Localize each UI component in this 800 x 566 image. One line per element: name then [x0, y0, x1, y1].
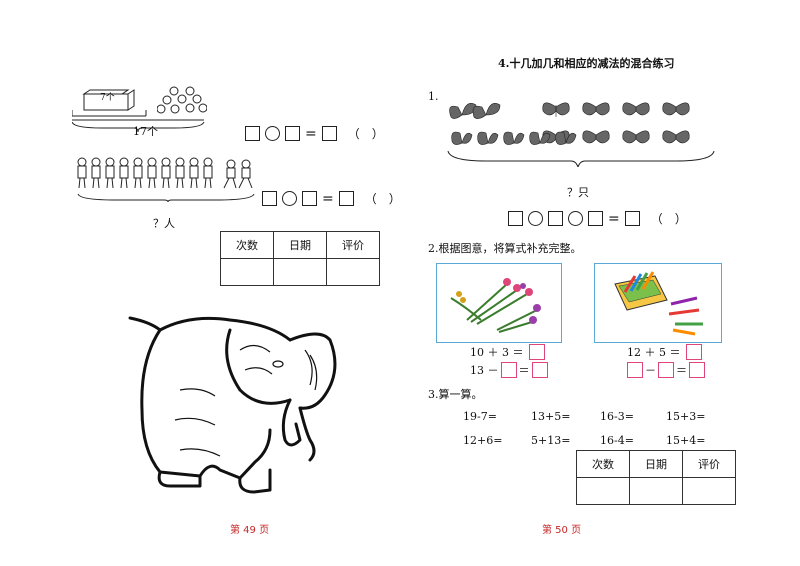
- eval-header-date: 日期: [273, 231, 327, 259]
- total-balls-label: 17个: [133, 125, 158, 138]
- answer-box[interactable]: [658, 362, 674, 378]
- crayons-equation-2: － ＝: [627, 362, 705, 378]
- evaluation-table-right: 次数 日期 评价: [576, 450, 736, 505]
- eval-header-count: 次数: [576, 450, 630, 478]
- page-number-left: 第 49 页: [230, 525, 270, 536]
- operator-circle[interactable]: [265, 126, 280, 141]
- box-icon: [71, 89, 205, 133]
- page-number-right: 第 50 页: [542, 525, 582, 536]
- operator-circle[interactable]: [568, 211, 583, 226]
- answer-box[interactable]: [508, 211, 523, 226]
- answer-box[interactable]: [500, 362, 517, 378]
- eval-cell[interactable]: [220, 258, 274, 286]
- eval-cell[interactable]: [576, 477, 630, 505]
- flowers-eq1-text: 10 ＋ 3 ＝: [470, 346, 524, 359]
- calc-item: 13+5=: [531, 410, 571, 423]
- box-count-label: 7个: [100, 93, 115, 103]
- crayons-equation-1: 12 ＋ 5 ＝: [627, 344, 702, 360]
- answer-box[interactable]: [624, 211, 640, 226]
- crayons-picture: [594, 263, 722, 343]
- flowers-illustration: [450, 278, 541, 333]
- evaluation-table-left: 次数 日期 评价: [220, 231, 380, 286]
- equation-template-2: = （ ）: [262, 190, 401, 207]
- eval-cell[interactable]: [326, 258, 380, 286]
- eval-header-grade: 评价: [682, 450, 736, 478]
- crayons-eq2-minus: －: [645, 364, 656, 377]
- total-people-label: ？人: [153, 217, 175, 230]
- butterfly-count-label: ？只: [567, 186, 589, 199]
- eval-header-count: 次数: [220, 231, 274, 259]
- operator-circle[interactable]: [528, 211, 543, 226]
- unit-paren[interactable]: （ ）: [650, 212, 687, 226]
- calc-item: 16-4=: [600, 434, 634, 447]
- calc-item: 16-3=: [600, 410, 634, 423]
- page-title: 4.十几加几和相应的减法的混合练习: [498, 57, 675, 70]
- answer-box[interactable]: [627, 362, 643, 378]
- children-picture: [76, 154, 256, 203]
- calc-item: 19-7=: [463, 410, 497, 423]
- answer-box[interactable]: [531, 362, 548, 378]
- unit-paren[interactable]: （ ）: [364, 192, 401, 206]
- question-1-number: 1.: [428, 90, 439, 103]
- kid-icon: [77, 157, 255, 203]
- answer-box[interactable]: [302, 191, 317, 206]
- calc-item: 15+4=: [666, 434, 706, 447]
- crayons-eq2-equals: ＝: [676, 364, 687, 377]
- flowers-picture: [436, 263, 562, 343]
- eval-cell[interactable]: [629, 477, 683, 505]
- answer-box[interactable]: [689, 362, 705, 378]
- answer-box[interactable]: [548, 211, 563, 226]
- answer-box[interactable]: [338, 191, 354, 206]
- crayons-illustration: [614, 271, 703, 336]
- butterfly-icon: [447, 102, 715, 167]
- calc-item: 15+3=: [666, 410, 706, 423]
- answer-box[interactable]: [528, 344, 545, 360]
- calc-item: 12+6=: [463, 434, 503, 447]
- equation-template-3: = （ ）: [508, 210, 687, 227]
- answer-box[interactable]: [321, 126, 337, 141]
- eval-header-grade: 评价: [326, 231, 380, 259]
- equation-template-1: = （ ）: [245, 125, 384, 142]
- question-3-text: 3.算一算。: [428, 388, 483, 401]
- flowers-eq2-equals: ＝: [518, 364, 530, 377]
- flowers-equation-1: 10 ＋ 3 ＝: [470, 344, 545, 360]
- eval-cell[interactable]: [273, 258, 327, 286]
- operator-circle[interactable]: [282, 191, 297, 206]
- answer-box[interactable]: [685, 344, 702, 360]
- answer-box[interactable]: [245, 126, 260, 141]
- flowers-eq2-prefix: 13 －: [470, 364, 499, 377]
- question-2-text: 2.根据图意，将算式补充完整。: [428, 242, 582, 255]
- crayons-eq1-text: 12 ＋ 5 ＝: [627, 346, 681, 359]
- unit-paren[interactable]: （ ）: [347, 127, 384, 141]
- elephant-illustration: [128, 316, 337, 494]
- ball-icon: [157, 86, 207, 114]
- flowers-equation-2: 13 － ＝: [470, 362, 548, 378]
- answer-box[interactable]: [262, 191, 277, 206]
- eval-header-date: 日期: [629, 450, 683, 478]
- eval-cell[interactable]: [682, 477, 736, 505]
- answer-box[interactable]: [588, 211, 603, 226]
- box-and-balls-picture: 7个: [71, 86, 212, 134]
- calc-item: 5+13=: [531, 434, 571, 447]
- answer-box[interactable]: [285, 126, 300, 141]
